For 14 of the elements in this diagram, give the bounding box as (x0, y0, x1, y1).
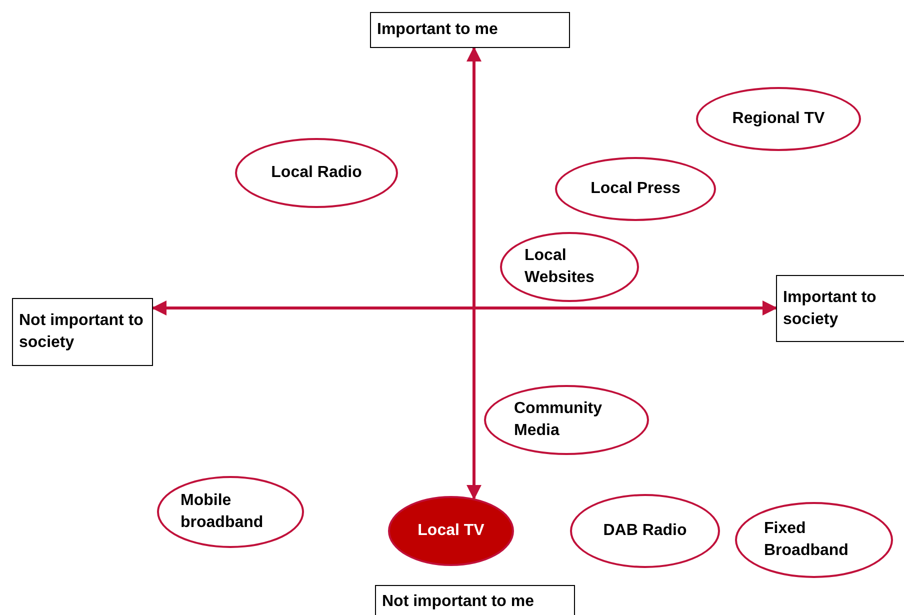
media-ellipse: Local Radio (235, 138, 398, 208)
media-ellipse: Community Media (484, 385, 649, 455)
media-ellipse: DAB Radio (570, 494, 720, 568)
axis-label-box: Important to society (776, 275, 904, 342)
axis-arrow (152, 300, 778, 316)
media-ellipse: Fixed Broadband (735, 502, 893, 578)
media-ellipse: Local Press (555, 157, 716, 221)
media-ellipse: Mobile broadband (157, 476, 304, 548)
media-ellipse: Regional TV (696, 87, 861, 151)
axis-label-box: Important to me (370, 12, 570, 48)
media-ellipse: Local Websites (500, 232, 639, 302)
axis-label-box: Not important to society (12, 298, 153, 366)
axis-label-box: Not important to me (375, 585, 575, 615)
media-ellipse: Local TV (388, 496, 514, 566)
